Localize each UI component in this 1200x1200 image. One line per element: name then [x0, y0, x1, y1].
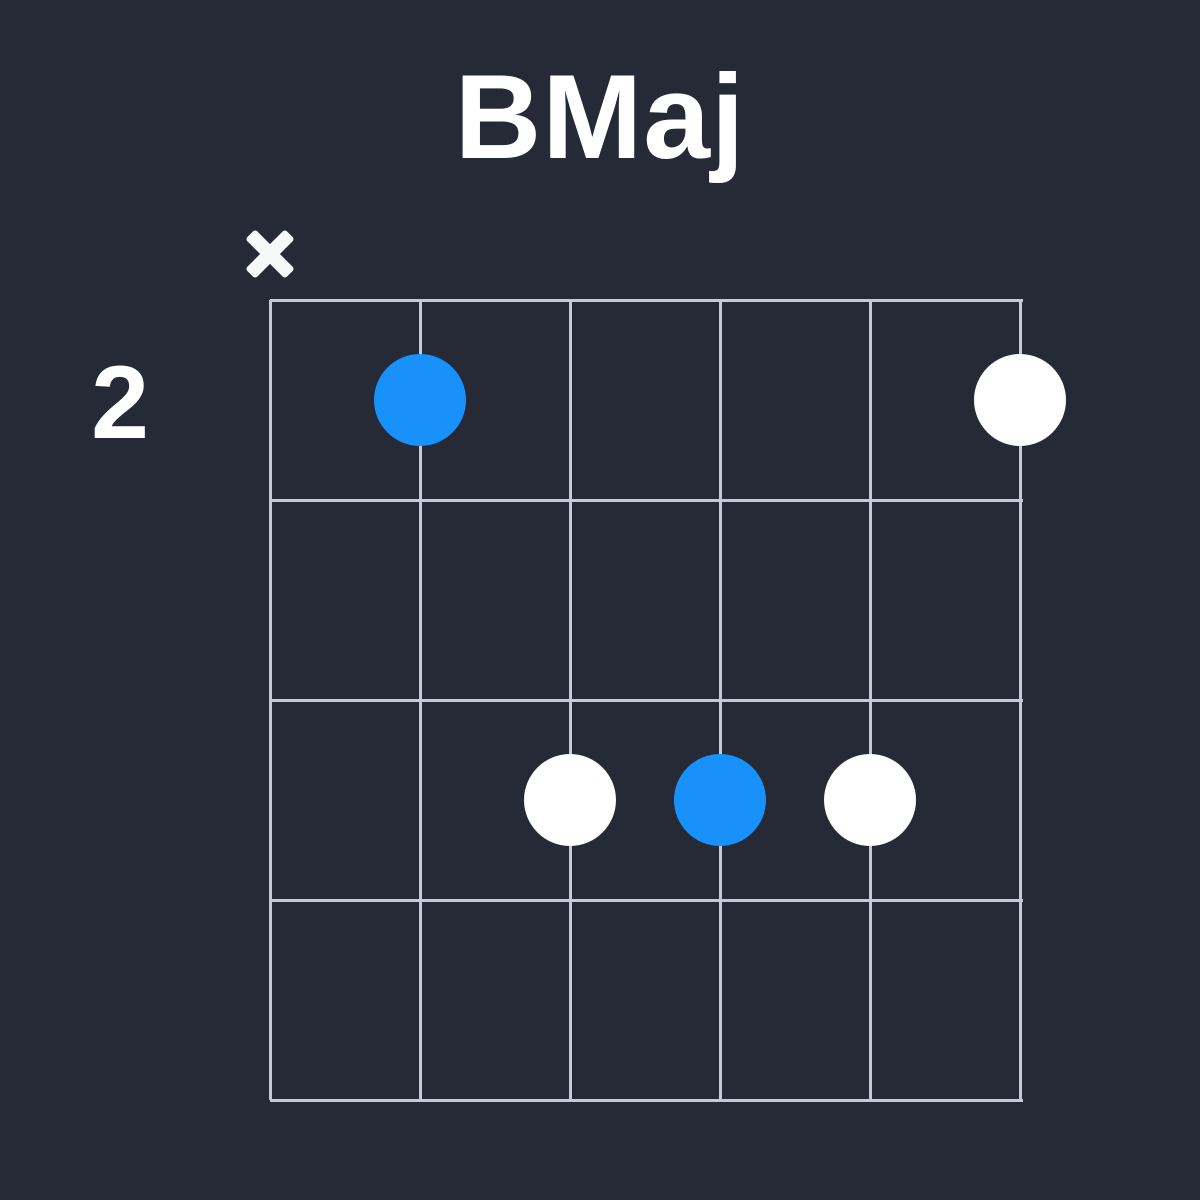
finger-dot: [524, 754, 616, 846]
finger-dot-root: [374, 354, 466, 446]
fret-number-label: 2: [91, 345, 149, 461]
finger-dot: [974, 354, 1066, 446]
fret-line: [270, 898, 1023, 902]
fret-line: [270, 1098, 1023, 1102]
fret-line: [270, 498, 1023, 502]
fret-line: [270, 298, 1023, 302]
chord-title: BMaj: [454, 50, 746, 184]
muted-string-icon: [245, 229, 295, 279]
fret-line: [270, 698, 1023, 702]
finger-dot-root: [674, 754, 766, 846]
finger-dot: [824, 754, 916, 846]
